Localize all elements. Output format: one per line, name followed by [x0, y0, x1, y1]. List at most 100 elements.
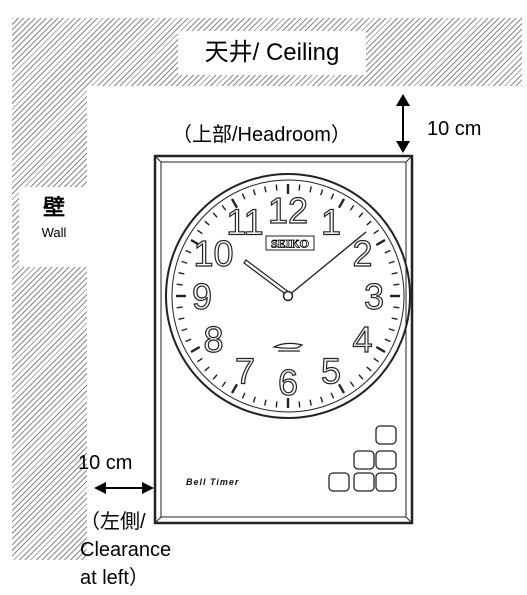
minute-tick: [176, 283, 183, 286]
clock-hands: [243, 231, 367, 302]
minute-tick: [349, 381, 355, 388]
minute-tick: [298, 184, 301, 191]
minute-tick: [391, 272, 398, 275]
left-clearance-label-line2: Clearance: [80, 539, 172, 561]
minute-tick: [241, 392, 246, 399]
minute-tick: [298, 401, 301, 408]
minute-tick: [384, 249, 391, 254]
minute-tick: [178, 317, 185, 320]
hour-numeral: 10: [193, 233, 233, 274]
minute-tick: [241, 193, 246, 200]
timer-button[interactable]: [375, 425, 397, 445]
minute-tick: [309, 399, 312, 406]
minute-tick: [181, 260, 188, 264]
headroom-arrow: [396, 94, 410, 153]
hour-numeral: 7: [235, 350, 255, 391]
left-clearance-label: （左側/ Clearance at left）: [80, 508, 171, 592]
timer-button[interactable]: [375, 450, 397, 470]
minute-tick: [221, 381, 227, 388]
minute-tick: [230, 198, 239, 209]
hour-numeral: 2: [352, 233, 372, 274]
minute-tick: [275, 184, 278, 191]
minute-tick: [252, 396, 256, 403]
headroom-label: （上部/Headroom）: [172, 124, 351, 146]
seiko-logo-text: SEIKO: [271, 237, 309, 251]
hour-numeral: 5: [321, 350, 341, 391]
minute-tick: [252, 189, 256, 196]
minute-tick: [330, 392, 335, 399]
ceiling-label: 天井/ Ceiling: [178, 31, 366, 75]
minute-tick: [176, 306, 183, 309]
minute-tick: [337, 383, 346, 394]
minute-tick: [230, 383, 239, 394]
minute-tick: [204, 220, 210, 226]
minute-tick: [358, 374, 364, 380]
minute-tick-marks: [176, 184, 400, 408]
seiko-logo: SEIKO: [265, 235, 315, 251]
minute-tick: [391, 317, 398, 320]
left-clearance-label-line1: （左側/: [80, 511, 146, 533]
minute-tick: [337, 198, 346, 209]
minute-tick: [366, 366, 372, 372]
minute-tick: [221, 204, 227, 211]
minute-tick: [384, 338, 391, 343]
minute-tick: [264, 186, 267, 193]
hour-numeral: 12: [268, 190, 308, 231]
minute-tick: [375, 238, 386, 247]
minute-tick: [196, 357, 203, 363]
center-pin: [282, 290, 294, 302]
minute-tick: [366, 220, 372, 226]
minute-tick: [178, 272, 185, 275]
hour-hand: [243, 259, 291, 297]
hour-numeral: 6: [278, 362, 298, 403]
minute-tick: [388, 328, 395, 332]
left-clearance-arrow: [94, 482, 154, 494]
hour-numeral: 9: [192, 276, 212, 317]
minute-tick: [275, 401, 278, 408]
timer-button[interactable]: [353, 450, 375, 470]
minute-tick: [309, 186, 312, 193]
bell-timer-label: Bell Timer: [186, 477, 239, 487]
minute-tick: [320, 189, 324, 196]
minute-tick: [212, 212, 218, 218]
wall-hatch: [12, 18, 87, 560]
timer-button[interactable]: [328, 472, 350, 492]
timer-button[interactable]: [375, 472, 397, 492]
left-clearance-label-line3: at left）: [80, 567, 149, 589]
wall-label-en: Wall: [41, 225, 67, 240]
minute-tick: [190, 345, 201, 354]
minute-tick: [264, 399, 267, 406]
minute-tick: [388, 260, 395, 264]
minute-tick: [181, 328, 188, 332]
wall-label-jp: 壁: [42, 195, 65, 220]
minute-tick: [358, 212, 364, 218]
hour-numeral: 1: [321, 202, 341, 243]
timer-button[interactable]: [353, 472, 375, 492]
bird-emblem: [272, 342, 304, 352]
minute-tick: [330, 193, 335, 200]
wall-label: 壁 Wall: [19, 187, 89, 267]
hour-numeral: 3: [364, 276, 384, 317]
minute-tick: [373, 229, 380, 235]
timer-buttons: [328, 425, 397, 492]
minute-tick: [320, 396, 324, 403]
hour-numeral: 8: [204, 319, 224, 360]
minute-tick: [212, 374, 218, 380]
minute-tick: [393, 283, 400, 286]
minute-hand: [287, 231, 367, 297]
hour-numeral: 11: [226, 202, 263, 243]
minute-tick: [196, 229, 203, 235]
left-clearance-dimension: 10 cm: [78, 452, 133, 474]
minute-tick: [393, 306, 400, 309]
minute-tick: [190, 238, 201, 247]
minute-tick: [185, 249, 192, 254]
headroom-dimension: 10 cm: [427, 118, 482, 140]
hour-numeral: 4: [352, 319, 372, 360]
minute-tick: [373, 357, 380, 363]
clock-frame: [153, 154, 414, 525]
minute-tick: [349, 204, 355, 211]
minute-tick: [204, 366, 210, 372]
